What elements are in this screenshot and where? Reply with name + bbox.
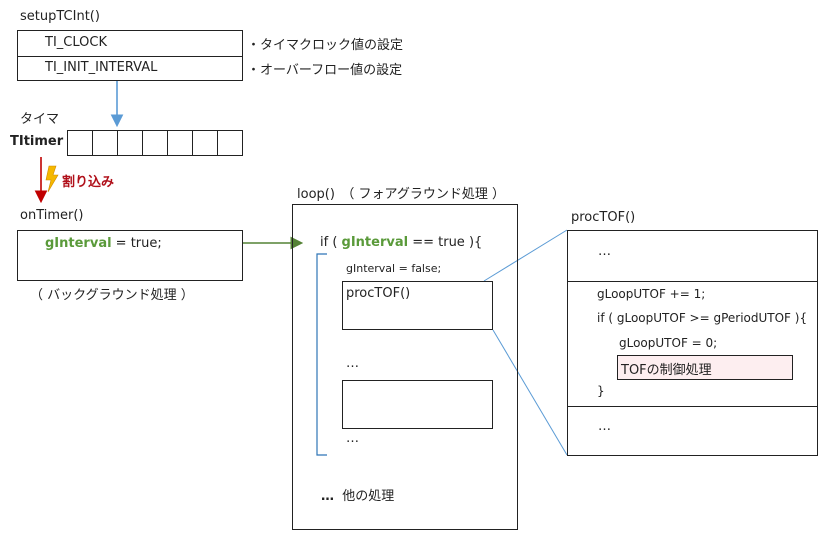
loop-box [292, 204, 518, 530]
proc-box [567, 230, 818, 456]
setup-note-clock: ・タイマクロック値の設定 [247, 38, 404, 53]
loop-other-dots: … [321, 489, 334, 504]
ontimer-title: onTimer() [20, 208, 84, 223]
proc-title: procTOF() [571, 210, 636, 225]
loop-call-box: procTOF() [342, 281, 493, 330]
loop-if-open: if ( [320, 235, 342, 250]
if-bracket [316, 253, 327, 456]
setup-note-interval: ・オーバーフロー値の設定 [247, 63, 403, 78]
proc-divider-bottom [568, 406, 817, 407]
timer-cell [93, 131, 118, 155]
ontimer-assign: = true; [111, 236, 162, 251]
loop-call-text: procTOF() [346, 286, 411, 301]
loop-dots: … [346, 356, 359, 371]
ontimer-var: gInterval [45, 236, 112, 251]
proc-top-dots: … [598, 244, 611, 259]
proc-line-if: if ( gLoopUTOF >= gPeriodUTOF ){ [597, 311, 808, 325]
loop-other-text: 他の処理 [342, 489, 395, 504]
timer-cell [68, 131, 93, 155]
link-line-bottom [492, 329, 568, 456]
setup-title: setupTCInt() [20, 9, 100, 24]
setup-row-clock: TI_CLOCK [45, 35, 107, 50]
loop-if-close: == true ){ [408, 235, 483, 250]
loop-if-var: gInterval [341, 235, 409, 250]
proc-line-reset: gLoopUTOF = 0; [619, 336, 718, 350]
lightning-bolt-icon [45, 165, 59, 193]
timer-cell [118, 131, 143, 155]
timer-register [67, 130, 243, 156]
loop-empty-box [342, 380, 493, 429]
loop-if-line: if ( gInterval == true ){ [320, 235, 482, 250]
proc-close-brace: } [597, 384, 605, 398]
loop-dots-2: … [346, 431, 359, 446]
ontimer-caption: （ バックグラウンド処理 ） [30, 288, 194, 303]
ontimer-box: gInterval = true; [17, 230, 243, 281]
ontimer-statement: gInterval = true; [45, 236, 162, 251]
loop-other-line: … 他の処理 [321, 485, 394, 504]
loop-title: loop() （ フォアグラウンド処理 ） [297, 187, 506, 202]
proc-line-increment: gLoopUTOF += 1; [597, 287, 706, 301]
interrupt-label: 割り込み [62, 175, 115, 190]
setup-box: TI_CLOCK TI_INIT_INTERVAL [17, 30, 243, 81]
setup-row-interval: TI_INIT_INTERVAL [45, 60, 158, 75]
loop-reset-line: gInterval = false; [346, 262, 442, 275]
timer-cell [143, 131, 168, 155]
timer-cell [193, 131, 218, 155]
setup-divider [18, 56, 242, 57]
proc-bottom-dots: … [598, 419, 611, 434]
timer-cell [168, 131, 193, 155]
proc-highlight-box: TOFの制御処理 [617, 355, 793, 380]
proc-highlight-text: TOFの制御処理 [621, 363, 712, 378]
link-line-top [483, 229, 568, 282]
timer-name: TItimer [10, 134, 64, 149]
proc-divider-top [568, 281, 817, 282]
timer-label: タイマ [20, 112, 60, 127]
